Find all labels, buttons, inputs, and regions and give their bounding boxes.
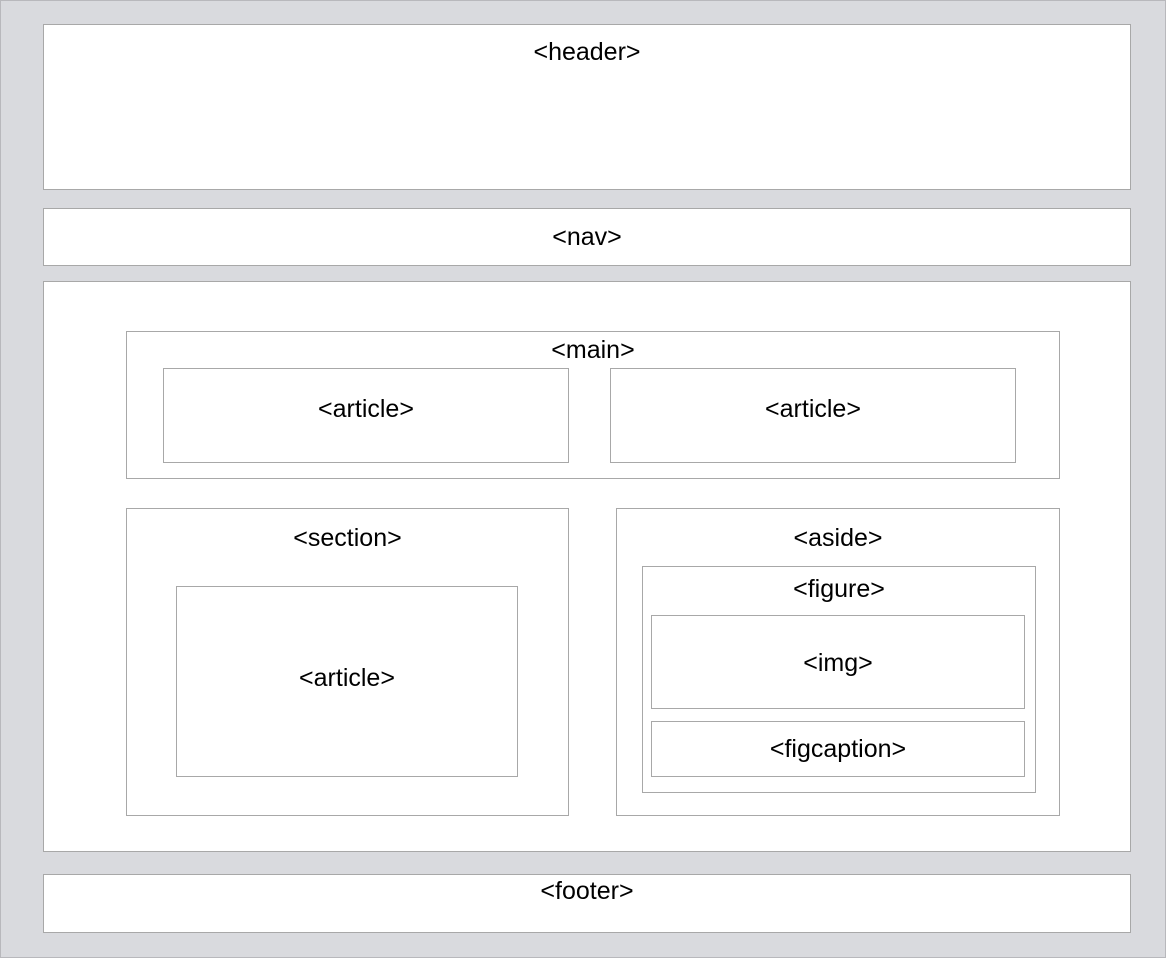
footer-label: <footer>	[540, 877, 634, 905]
nav-box: <nav>	[43, 208, 1131, 266]
header-box: <header>	[43, 24, 1131, 190]
main-label: <main>	[551, 336, 635, 364]
article-label: <article>	[318, 395, 414, 423]
section-label: <section>	[293, 524, 402, 552]
main-article-right: <article>	[610, 368, 1016, 463]
footer-box: <footer>	[43, 874, 1131, 933]
img-box: <img>	[651, 615, 1025, 709]
figure-label: <figure>	[793, 575, 885, 603]
aside-label: <aside>	[793, 524, 883, 552]
figcaption-box: <figcaption>	[651, 721, 1025, 777]
article-label: <article>	[299, 664, 395, 692]
article-label: <article>	[765, 395, 861, 423]
img-label: <img>	[803, 649, 873, 677]
header-label: <header>	[533, 38, 641, 66]
figcaption-label: <figcaption>	[769, 735, 907, 763]
main-article-left: <article>	[163, 368, 569, 463]
nav-label: <nav>	[552, 223, 622, 251]
section-article: <article>	[176, 586, 518, 777]
